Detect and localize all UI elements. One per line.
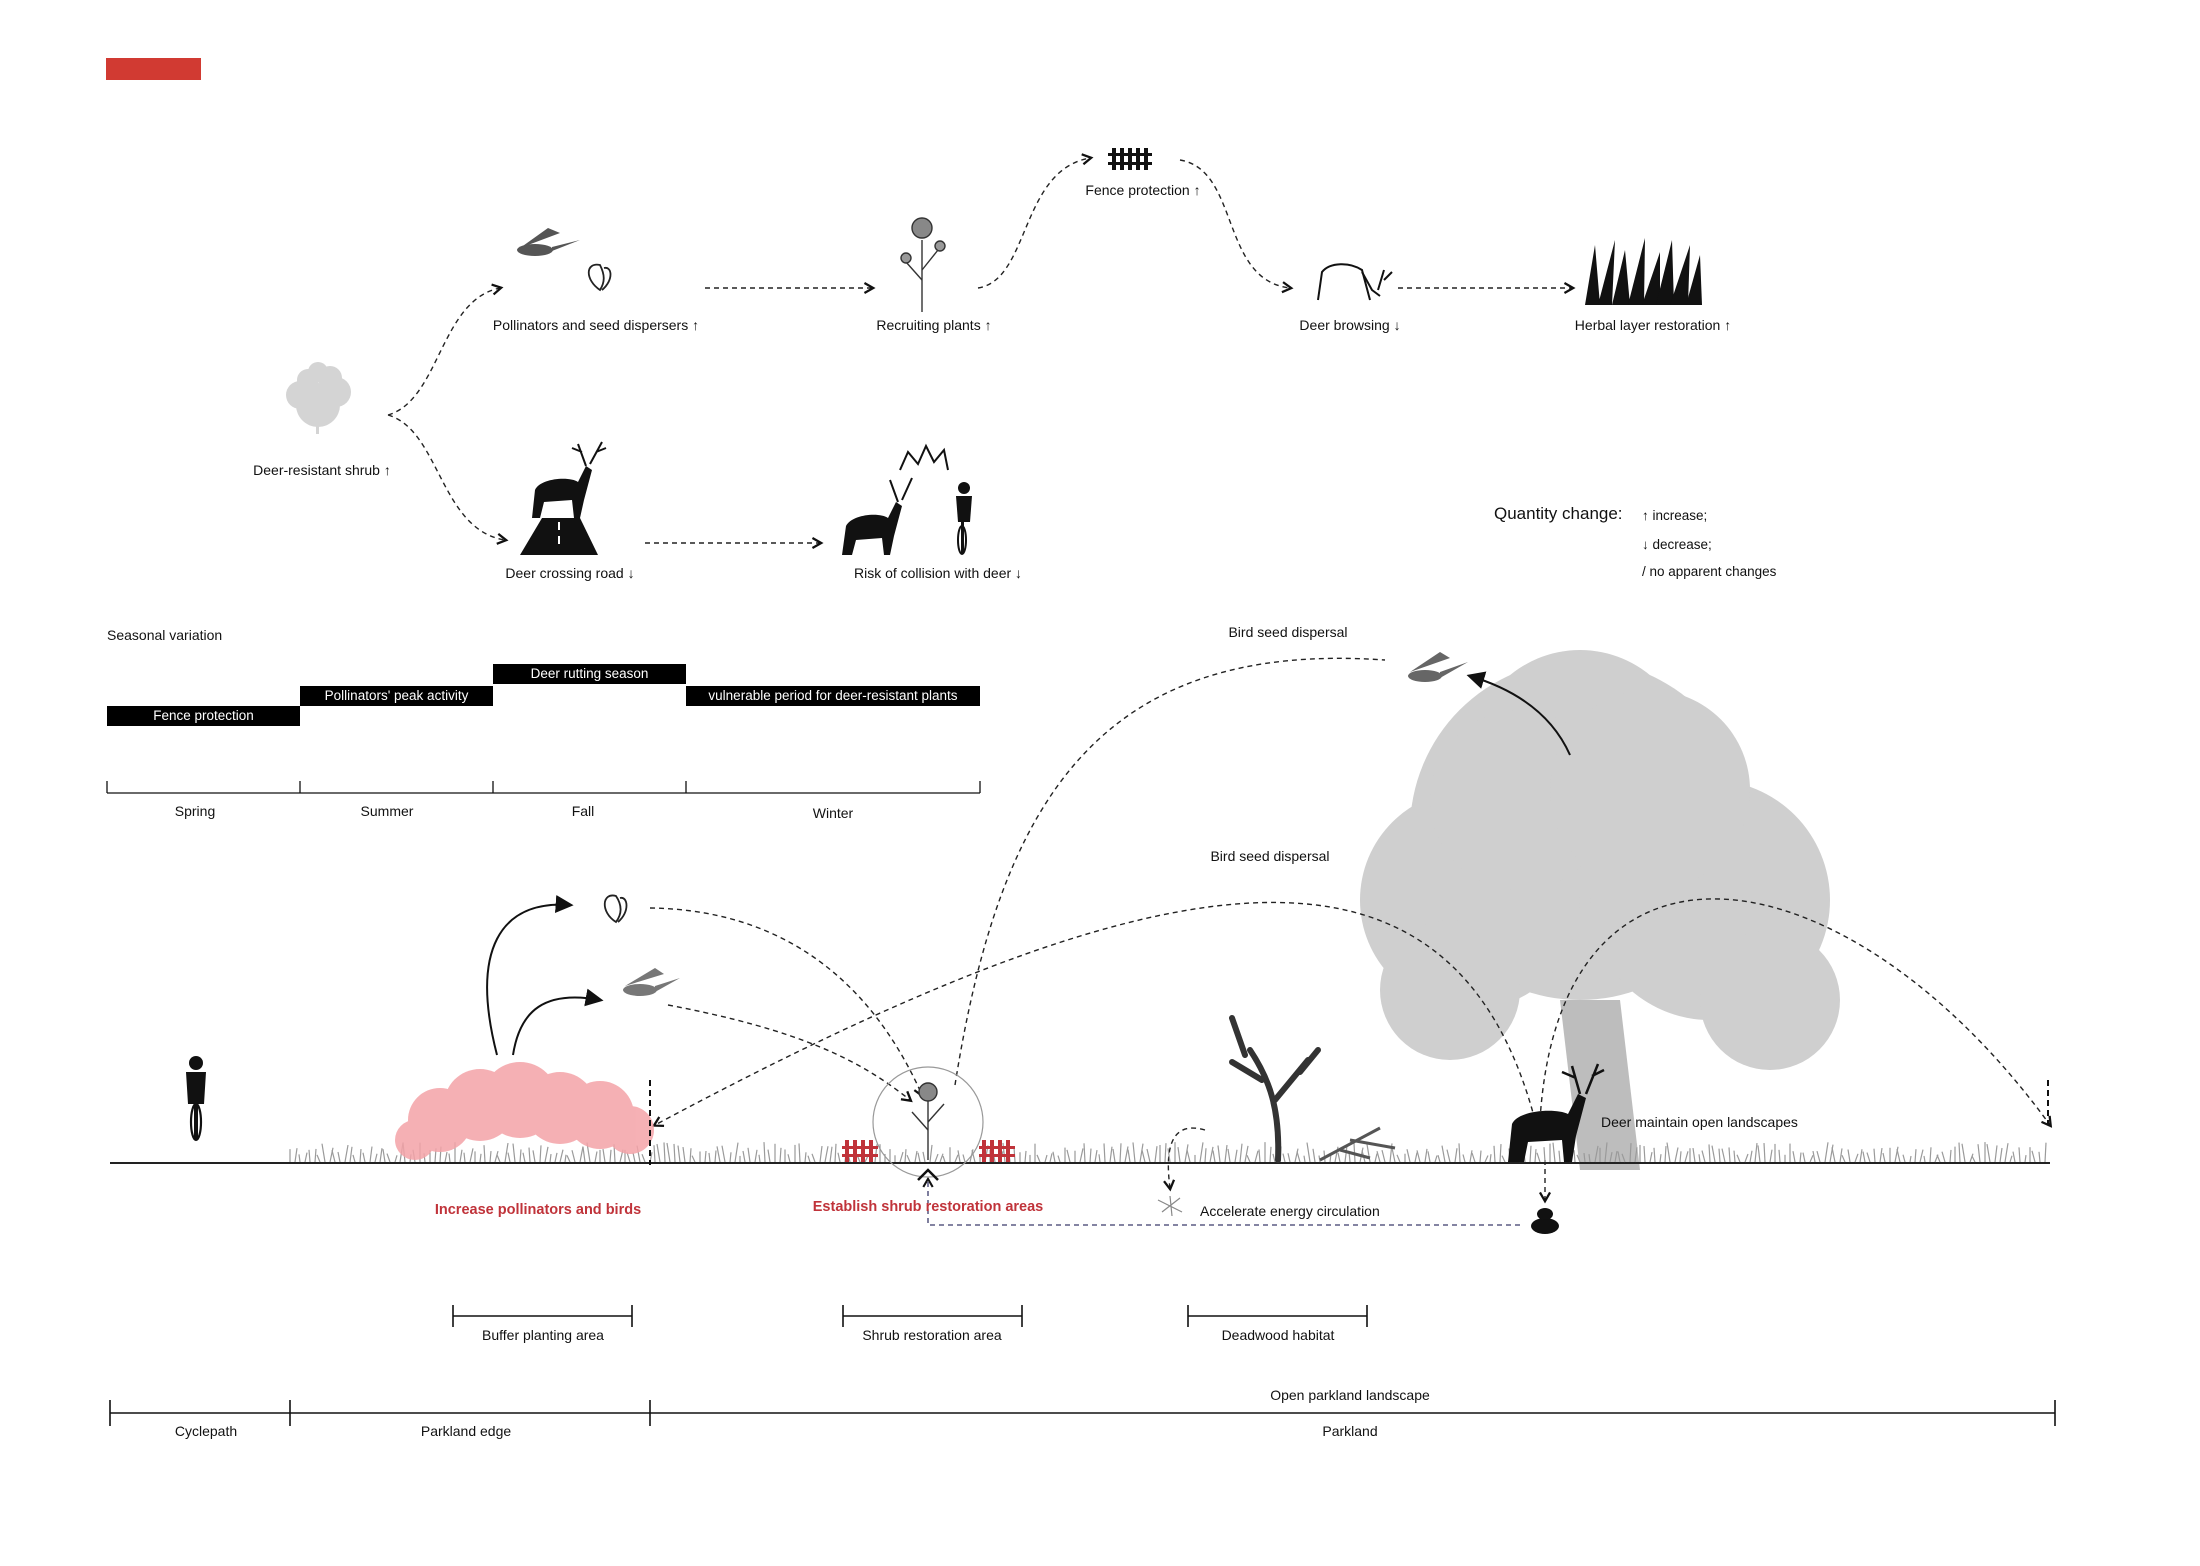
increase-pollinators-label: Increase pollinators and birds xyxy=(434,1202,642,1218)
cyclist-icon xyxy=(956,482,972,555)
fence-icon xyxy=(842,1140,878,1162)
area-deadwood-label: Deadwood habitat xyxy=(1221,1327,1335,1343)
zone-edge-label: Parkland edge xyxy=(420,1423,512,1439)
leaf-litter-icon xyxy=(1157,1195,1183,1217)
collision-icon xyxy=(899,443,949,471)
season-spring: Spring xyxy=(174,803,216,819)
arrow-fence-browsing xyxy=(1179,159,1294,294)
shrub-icon xyxy=(395,1062,654,1160)
season-summer: Summer xyxy=(360,803,414,819)
bird-dispersal-label-mid: Bird seed dispersal xyxy=(1210,848,1330,864)
flow-crossing-label: Deer crossing road ↓ xyxy=(505,565,635,581)
arc-bird-dispersal-mid xyxy=(651,901,1536,1128)
legend-title: Quantity change: xyxy=(1494,504,1623,523)
legend-decrease: ↓ decrease; xyxy=(1642,537,1712,552)
section-tag xyxy=(106,58,201,80)
zone-parkland-label: Parkland xyxy=(1322,1423,1378,1439)
arrow-to-crossing xyxy=(387,414,509,545)
deer-open-label: Deer maintain open landscapes xyxy=(1601,1114,1798,1130)
arrow-to-pollinators xyxy=(387,283,504,416)
road-icon xyxy=(520,518,598,555)
flow-fence-label: Fence protection ↑ xyxy=(1085,182,1201,198)
flower-icon xyxy=(911,1082,945,1160)
shrub-icon xyxy=(286,362,351,434)
shrub-restoration-zone xyxy=(872,1066,984,1178)
tree-icon xyxy=(1360,650,1840,1170)
season-bar-vulnerable: vulnerable period for deer-resistant pla… xyxy=(686,686,980,706)
deer-icon xyxy=(1317,263,1393,301)
flow-browsing-label: Deer browsing ↓ xyxy=(1299,317,1401,333)
zone-cyclepath-label: Cyclepath xyxy=(174,1423,238,1439)
arc-deadwood-energy xyxy=(1163,1127,1206,1192)
arrow-tree-bird xyxy=(1466,671,1571,756)
flow-herbal-label: Herbal layer restoration ↑ xyxy=(1574,317,1732,333)
season-bar-rutting: Deer rutting season xyxy=(493,664,686,684)
deer-icon xyxy=(532,441,607,518)
flow-collision-label: Risk of collision with deer ↓ xyxy=(853,565,1023,581)
arrow-shrub-butterfly xyxy=(486,895,574,1056)
energy-label: Accelerate energy circulation xyxy=(1200,1203,1380,1219)
butterfly-icon xyxy=(603,894,628,924)
zone-open-label: Open parkland landscape xyxy=(1270,1387,1430,1403)
deadwood-icon xyxy=(1229,1015,1321,1163)
hummingbird-icon xyxy=(623,968,680,996)
bird-dispersal-label-top: Bird seed dispersal xyxy=(1228,624,1348,640)
arc-bird-dispersal-top xyxy=(954,657,1386,1086)
butterfly-icon xyxy=(587,263,612,292)
dung-icon xyxy=(1531,1208,1559,1234)
seasonal-title: Seasonal variation xyxy=(107,627,223,643)
season-fall: Fall xyxy=(571,803,595,819)
arc-bird-to-shrub xyxy=(667,1004,913,1103)
establish-shrub-label: Establish shrub restoration areas xyxy=(812,1199,1044,1215)
flower-icon xyxy=(900,217,946,312)
arc-butterfly-to-shrub xyxy=(649,907,925,1099)
area-shrub-label: Shrub restoration area xyxy=(862,1327,1002,1343)
grass-icon xyxy=(1585,238,1702,305)
deer-icon xyxy=(842,477,913,555)
flow-pollinators-label: Pollinators and seed dispersers ↑ xyxy=(492,317,700,333)
arc-deer-right xyxy=(1539,898,2053,1128)
hummingbird-icon xyxy=(517,228,580,256)
hummingbird-icon xyxy=(1408,652,1468,682)
season-winter: Winter xyxy=(812,805,854,821)
fence-icon xyxy=(979,1140,1015,1162)
season-bar-pollinators: Pollinators' peak activity xyxy=(300,686,493,706)
legend-none: / no apparent changes xyxy=(1642,564,1777,579)
season-bar-fence: Fence protection xyxy=(107,706,300,726)
cyclist-icon xyxy=(186,1056,206,1142)
deer-icon xyxy=(1508,1063,1605,1162)
flow-recruiting-label: Recruiting plants ↑ xyxy=(876,317,992,333)
fence-icon xyxy=(1108,148,1152,170)
arc-dung-to-shrub xyxy=(922,1176,1520,1226)
area-buffer-label: Buffer planting area xyxy=(482,1327,604,1343)
legend-increase: ↑ increase; xyxy=(1642,508,1708,523)
flow-source-label: Deer-resistant shrub ↑ xyxy=(253,462,391,478)
arrow-shrub-bird xyxy=(512,988,604,1056)
arrow-recruit-fence xyxy=(977,153,1094,289)
